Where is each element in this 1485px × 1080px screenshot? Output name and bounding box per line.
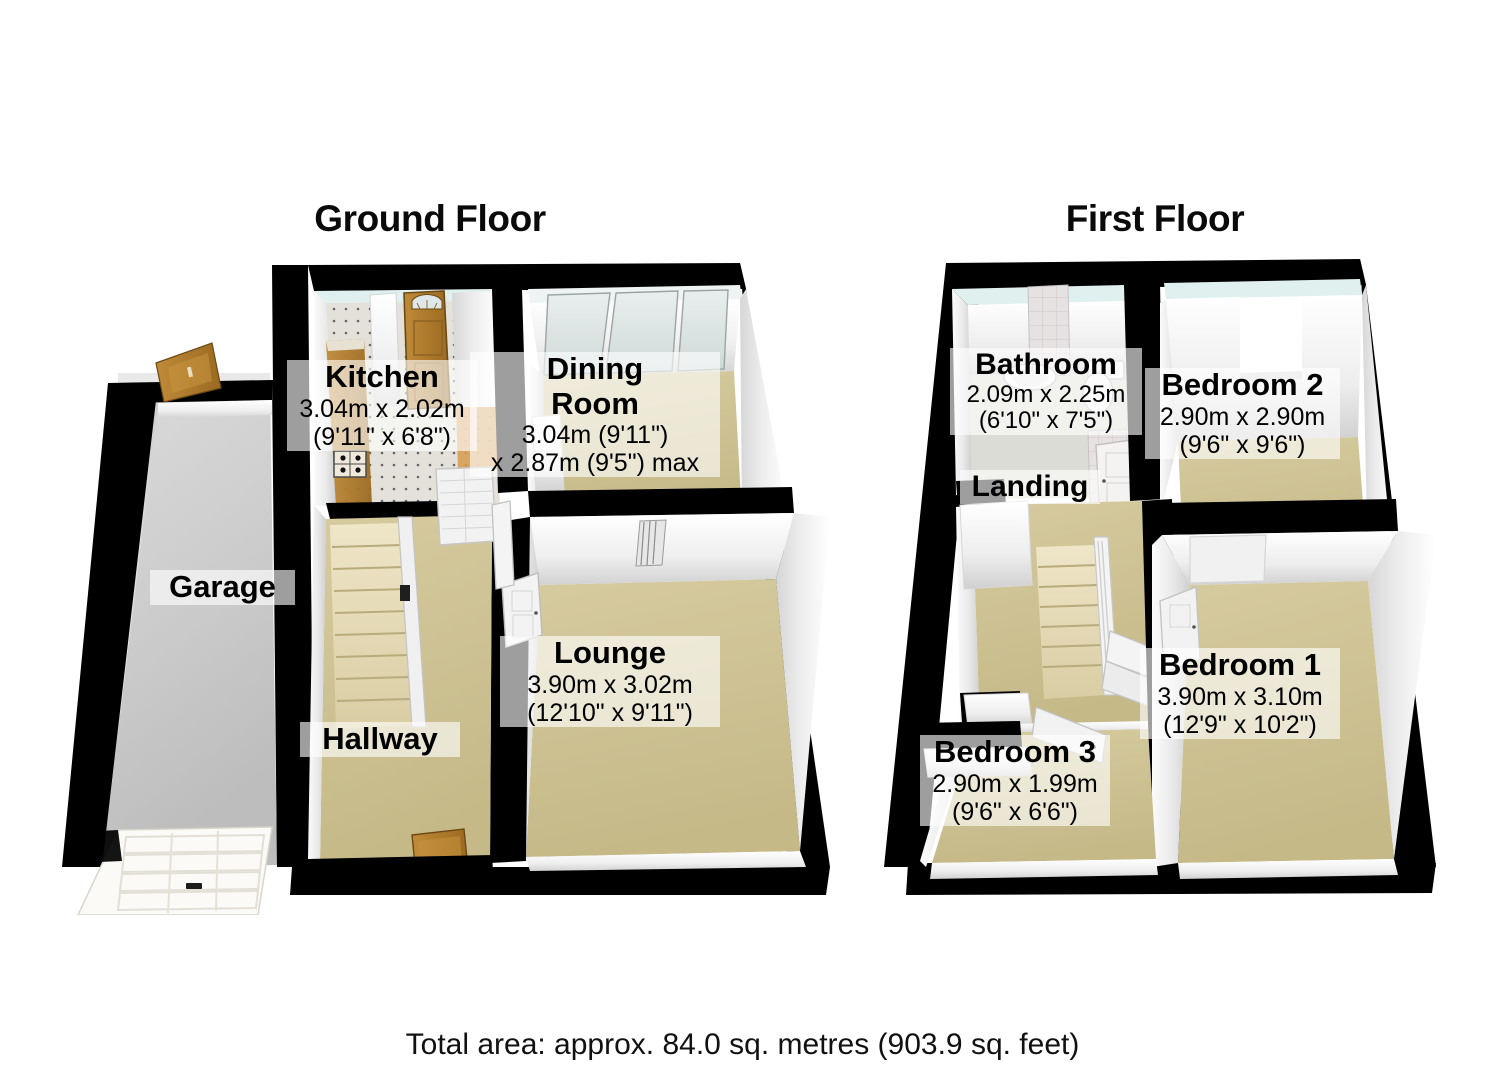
total-area-text: Total area: approx. 84.0 sq. metres (903… (405, 1028, 1080, 1061)
first-floor-title: First Floor (1065, 198, 1245, 239)
room-dining-room (528, 285, 794, 521)
room-garage (62, 342, 308, 915)
ground-floor-illustration (62, 263, 830, 915)
front-door (403, 290, 451, 410)
patio-doors (543, 289, 729, 376)
room-bedroom-1 (1152, 531, 1436, 879)
wash-basin-icon (1003, 362, 1057, 391)
under-stair-doors (435, 466, 497, 546)
first-floor-illustration (884, 259, 1436, 895)
radiator-icon (635, 519, 667, 567)
bedroom1-door (1159, 586, 1201, 674)
room-bedroom-3 (920, 706, 1158, 879)
hob-icon (333, 450, 367, 478)
garage-door (77, 826, 273, 915)
room-hallway (306, 466, 515, 891)
ground-floor-title: Ground Floor (314, 198, 546, 239)
room-kitchen (314, 289, 528, 519)
staircase (330, 516, 427, 729)
room-bathroom (952, 283, 1164, 518)
room-lounge (490, 513, 830, 871)
